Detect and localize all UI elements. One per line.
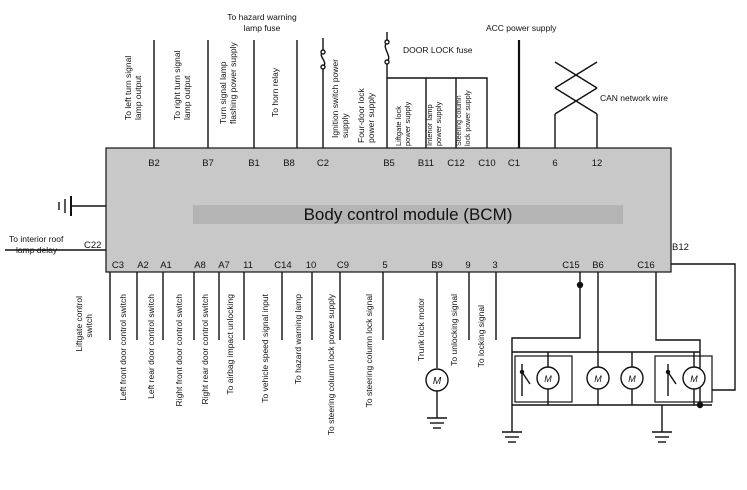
pin-C9: C9 (337, 260, 349, 271)
label-four-door-lock: Four-door lockpower supply (356, 87, 376, 143)
label-trunk-motor: Trunk lock motor (416, 298, 426, 361)
pin-B7: B7 (202, 158, 214, 169)
label-liftgate-switch: Liftgate controlswitch (74, 296, 94, 352)
pin-A8: A8 (194, 260, 206, 271)
label-airbag-unlocking: To airbag impact unlocking (225, 294, 235, 395)
pin-A2: A2 (137, 260, 149, 271)
motor-label-1: M (544, 374, 552, 384)
pin-B1: B1 (248, 158, 260, 169)
label-door-lock-fuse: DOOR LOCK fuse (403, 45, 473, 55)
label-lr-door-switch: Left rear door control switch (146, 294, 156, 399)
title-band (193, 205, 623, 224)
motor-label-3: M (628, 374, 636, 384)
pin-C14: C14 (274, 260, 291, 271)
label-hazard-lamp: To hazard warning lamp (293, 294, 303, 385)
trunk-motor-label: M (433, 376, 442, 387)
pin-5: 5 (382, 260, 387, 271)
label-ignition-power: Ignition switch powersupply (330, 59, 350, 138)
trunk-motor-symbol (425, 368, 449, 429)
pin-B2: B2 (148, 158, 160, 169)
pin-B8: B8 (283, 158, 295, 169)
pin-C16: C16 (637, 260, 654, 271)
label-can-wire: CAN network wire (600, 93, 668, 103)
top-wires (153, 32, 598, 148)
module-title: Body control module (BCM) (304, 205, 513, 224)
pin-6: 6 (552, 158, 557, 169)
label-unlocking-signal: To unlocking signal (449, 294, 459, 366)
pin-C1: C1 (508, 158, 520, 169)
pin-C12: C12 (447, 158, 464, 169)
label-left-turn-output: To left turn signallamp output (123, 56, 143, 120)
label-right-turn-output: To right turn signallamp output (172, 50, 192, 120)
door-lock-actuators (502, 272, 713, 443)
label-rf-door-switch: Right front door control switch (174, 294, 184, 407)
pin-B9: B9 (431, 260, 443, 271)
wire-B12 (671, 263, 736, 391)
label-interior-lamp-power: Interior lamppower supply (425, 102, 443, 146)
top-pin-labels: B2 B7 B1 B8 C2 B5 B11 C12 C10 C1 6 12 (148, 158, 602, 169)
pin-3: 3 (492, 260, 497, 271)
pin-B11: B11 (418, 158, 434, 169)
pin-9: 9 (465, 260, 470, 271)
label-flashing-power: Turn signal lampflashing power supply (218, 42, 238, 124)
pin-C10: C10 (478, 158, 495, 169)
pin-A1: A1 (160, 260, 172, 271)
pin-B5: B5 (383, 158, 395, 169)
bottom-pin-labels: C3 A2 A1 A8 A7 11 C14 10 C9 5 B9 9 3 C15… (112, 260, 655, 271)
label-lf-door-switch: Left front door control switch (118, 294, 128, 401)
pin-C15: C15 (562, 260, 579, 271)
label-locking-signal: To locking signal (476, 305, 486, 367)
actuator-motor-labels: M M M M (544, 374, 698, 384)
label-rr-door-switch: Right rear door control switch (200, 294, 210, 405)
pin-C22: C22 (84, 240, 101, 251)
pin-10: 10 (306, 260, 317, 271)
pin-C2: C2 (317, 158, 329, 169)
motor-label-4: M (690, 374, 698, 384)
label-steering-lock-power-out: To steering column lock power supply (326, 293, 336, 435)
pin-C3: C3 (112, 260, 124, 271)
label-liftgate-lock-power: Liftgate lockpower supply (394, 102, 412, 146)
pin-11: 11 (243, 260, 253, 271)
label-horn-relay: To horn relay (270, 67, 280, 117)
pin-B6: B6 (592, 260, 604, 271)
ground-symbol-left (58, 196, 106, 216)
label-acc-power: ACC power supply (486, 23, 557, 33)
label-speed-signal: To vehicle speed signal input (260, 293, 270, 402)
motor-label-2: M (594, 374, 602, 384)
label-steering-lock-signal: To steering column lock signal (364, 294, 374, 408)
top-labels: To left turn signallamp output To right … (123, 12, 668, 146)
pin-12: 12 (592, 158, 603, 169)
pin-A7: A7 (218, 260, 230, 271)
pin-B12: B12 (672, 242, 689, 253)
bottom-labels: Liftgate controlswitch Left front door c… (74, 293, 486, 435)
bottom-wires (109, 272, 497, 368)
